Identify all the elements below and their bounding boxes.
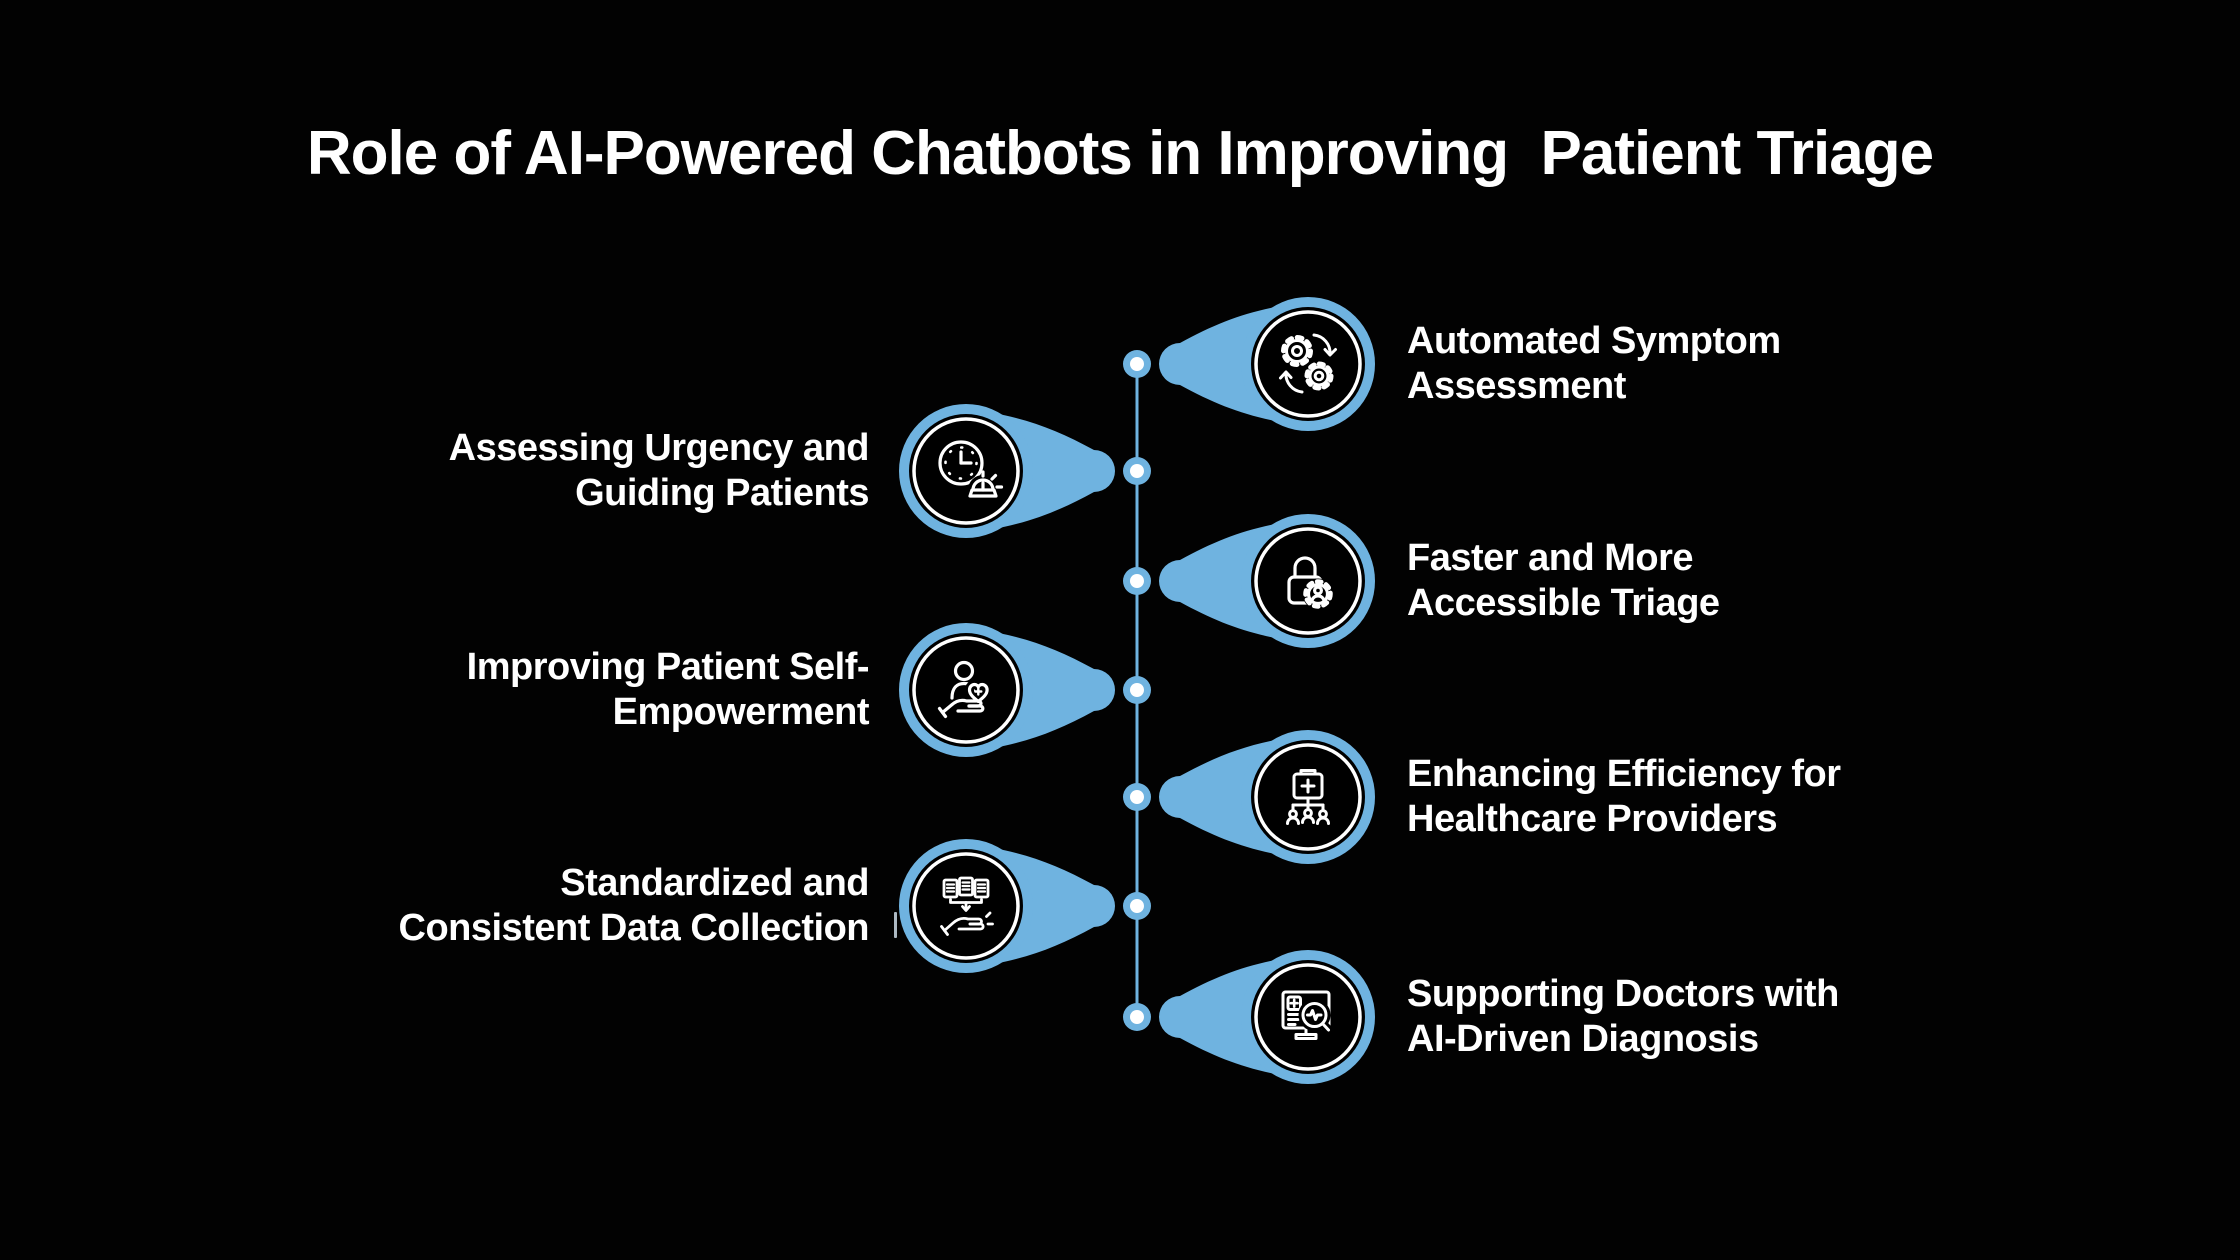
icon-circle-black-disc: [1251, 960, 1365, 1074]
node-layer: [1123, 350, 1151, 1031]
item-label-line1: Enhancing Efficiency for: [1407, 753, 1841, 795]
medkit-org-chart-icon: [1286, 769, 1330, 825]
icon-circle-white-ring: [1254, 743, 1362, 851]
item-label-line1: Improving Patient Self-: [466, 646, 870, 688]
item-label-line1: Standardized and: [560, 862, 869, 904]
icon-circle: [1241, 730, 1375, 864]
item-label-line1: Faster and More: [1407, 537, 1694, 579]
item-label-line2: Assessment: [1407, 365, 1626, 407]
icon-circle-black-disc: [1251, 307, 1365, 421]
item-label-line2: Consistent Data Collection: [398, 907, 870, 949]
icon-circle: [899, 839, 1033, 973]
node-inner-dot: [1130, 683, 1144, 697]
item-label-line1: Assessing Urgency and: [448, 427, 870, 469]
timeline-node: [1123, 567, 1151, 595]
secure-access-lock-icon: [1287, 556, 1334, 610]
node-inner-dot: [1130, 357, 1144, 371]
node-inner-dot: [1130, 899, 1144, 913]
item-label: Improving Patient Self-Empowerment: [169, 645, 870, 735]
timeline-node: [1123, 676, 1151, 704]
urgency-clock-alarm-icon: [938, 440, 1004, 501]
icon-circle-white-ring: [912, 417, 1020, 525]
node-inner-dot: [1130, 464, 1144, 478]
data-documents-hand-icon: [940, 876, 994, 936]
item-label-line2: AI-Driven Diagnosis: [1407, 1018, 1759, 1060]
timeline-node: [1123, 892, 1151, 920]
node-inner-dot: [1130, 790, 1144, 804]
timeline-node: [1123, 350, 1151, 378]
icon-circle-white-ring: [1254, 310, 1362, 418]
icon-circle-black-disc: [909, 414, 1023, 528]
timeline-node: [1123, 457, 1151, 485]
icon-circle: [1241, 950, 1375, 1084]
icon-circle: [1241, 297, 1375, 431]
item-label-line2: Healthcare Providers: [1407, 798, 1778, 840]
node-inner-dot: [1130, 1010, 1144, 1024]
item-label-line2: Guiding Patients: [575, 472, 869, 514]
icon-circle: [899, 404, 1033, 538]
icon-circle: [899, 623, 1033, 757]
node-inner-dot: [1130, 574, 1144, 588]
sync-gears-icon: [1279, 333, 1337, 394]
icon-circle: [1241, 514, 1375, 648]
diagnosis-monitor-magnifier-icon: [1281, 990, 1333, 1040]
icon-circle-black-disc: [1251, 524, 1365, 638]
timeline-node: [1123, 783, 1151, 811]
item-label-line2: Empowerment: [612, 691, 870, 733]
ibeam-cursor: [894, 912, 897, 938]
item-label-line1: Supporting Doctors with: [1407, 973, 1839, 1015]
icon-circle-layer: [899, 297, 1375, 1084]
item-label-line1: Automated Symptom: [1407, 320, 1781, 362]
item-label-line2: Accessible Triage: [1407, 582, 1720, 624]
page-title: Role of AI-Powered Chatbots in Improving…: [306, 119, 1934, 188]
timeline-node: [1123, 1003, 1151, 1031]
icon-circle-white-ring: [1254, 527, 1362, 635]
icon-circle-white-ring: [912, 636, 1020, 744]
icon-circle-white-ring: [912, 852, 1020, 960]
icon-circle-white-ring: [1254, 963, 1362, 1071]
patient-care-hand-icon: [937, 660, 992, 719]
